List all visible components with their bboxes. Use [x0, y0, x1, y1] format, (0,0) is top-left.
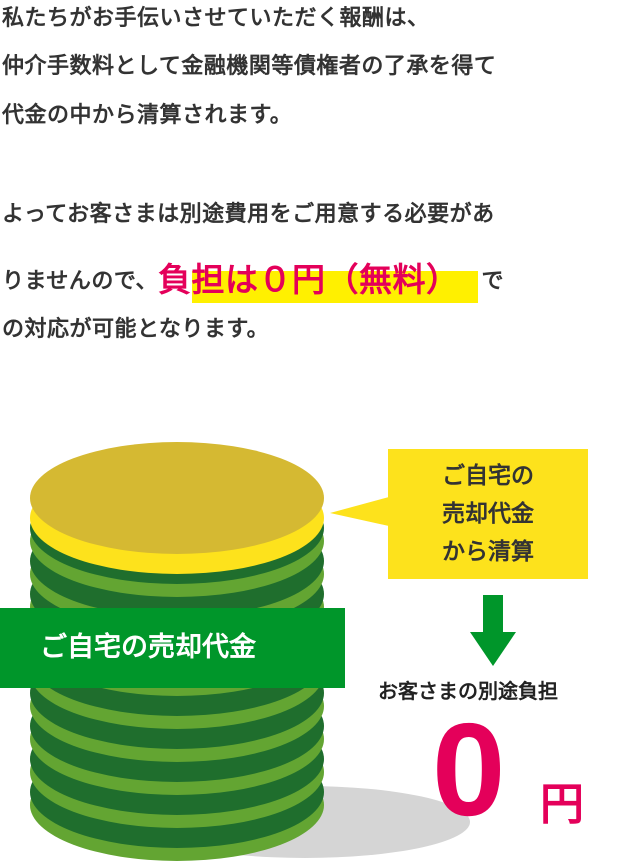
callout-line: から清算 — [442, 539, 534, 565]
callout-line: ご自宅の — [442, 463, 534, 489]
amount-value: 0 — [432, 696, 506, 843]
free-highlight-text: 負担は０円（無料） — [157, 260, 460, 299]
intro-line: 仲介手数料として金融機関等債権者の了承を得て — [2, 54, 497, 79]
intro-line: よってお客さまは別途費用をご用意する必要があ — [2, 202, 495, 227]
highlight-marker — [192, 271, 478, 303]
intro-line: 私たちがお手伝いさせていただく報酬は、 — [2, 6, 430, 31]
top-coin-face — [30, 442, 324, 554]
down-arrow-icon — [483, 595, 503, 635]
down-arrow-head-icon — [470, 632, 516, 666]
burden-label: お客さまの別途負担 — [378, 679, 558, 703]
text: で — [481, 269, 504, 294]
intro-line: の対応が可能となります。 — [2, 317, 270, 342]
text: りませんので、 — [2, 269, 158, 294]
currency-label: 円 — [540, 779, 584, 830]
sale-proceeds-banner: ご自宅の売却代金 — [0, 608, 345, 688]
callout-box: ご自宅の 売却代金 から清算 — [388, 449, 588, 579]
callout-line: 売却代金 — [442, 501, 534, 527]
intro-line: 代金の中から清算されます。 — [2, 103, 293, 128]
intro-line: りませんので、負担は０円（無料） で — [2, 250, 504, 299]
